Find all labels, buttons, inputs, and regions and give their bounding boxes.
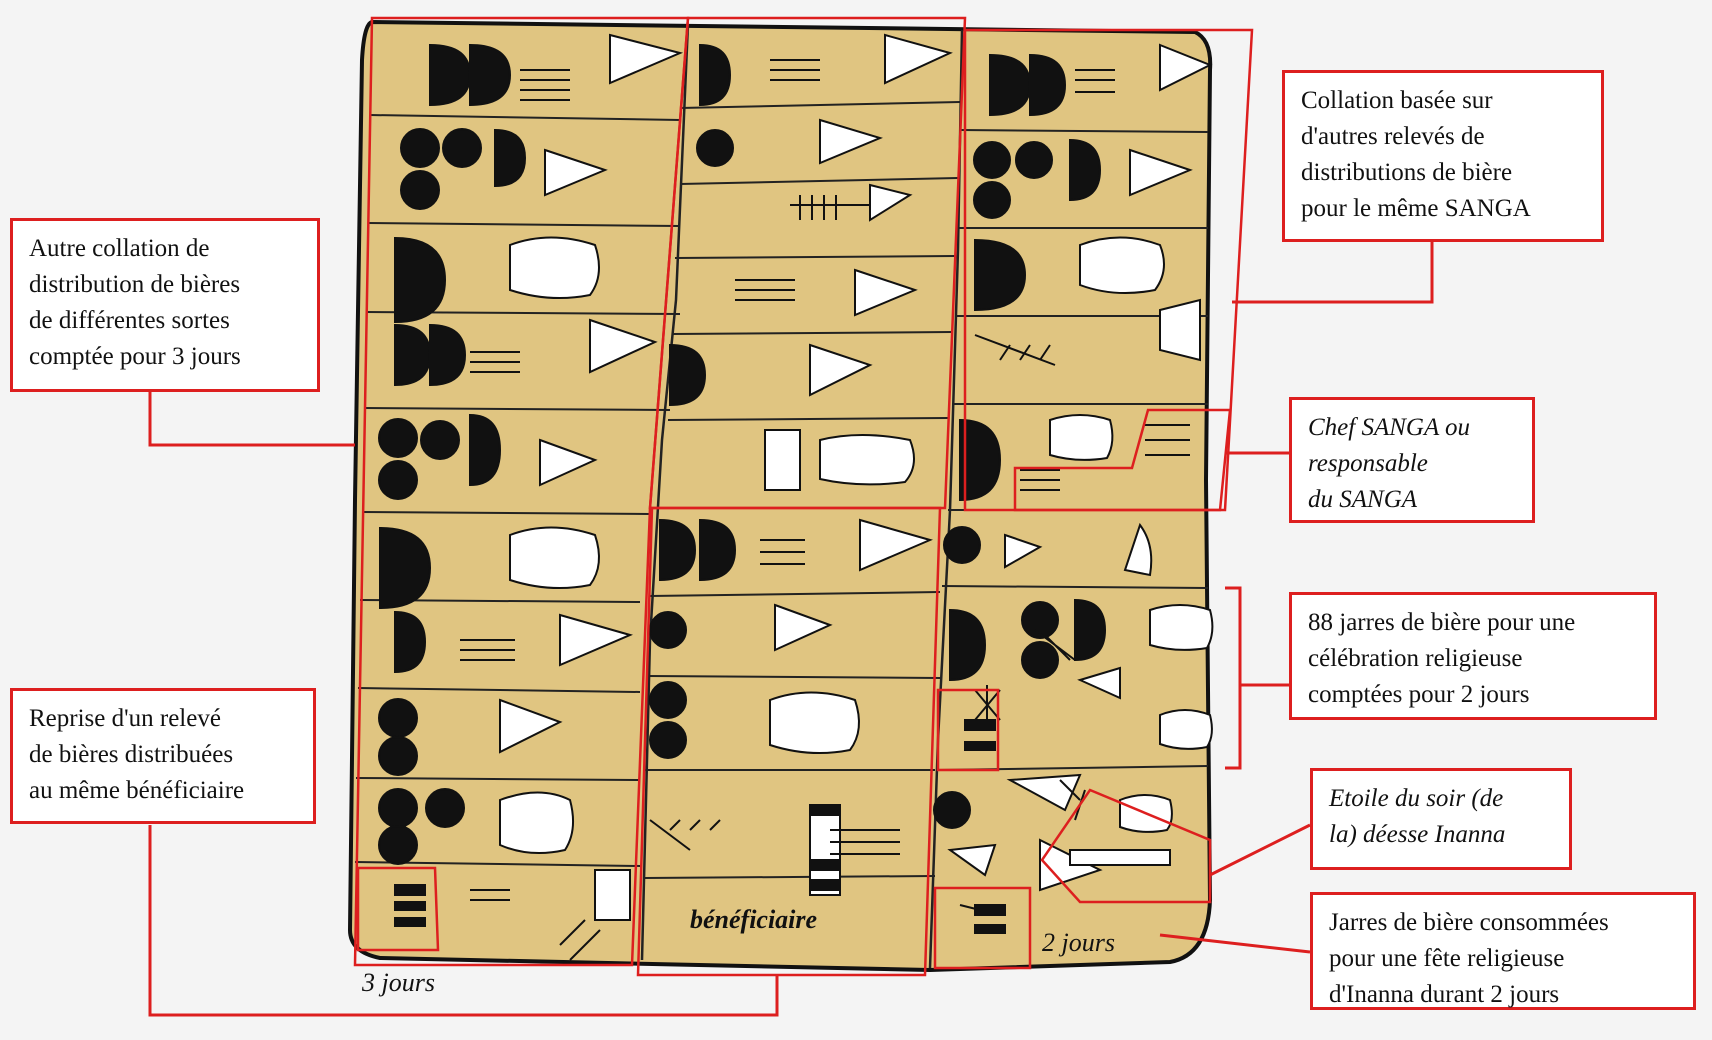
label-beneficiaire: bénéficiaire (690, 905, 818, 934)
label-2-jours: 2 jours (1042, 928, 1115, 957)
frame-left-column (353, 16, 690, 967)
note-jarres-consommees: Jarres de bière consommées pour une fête… (1310, 892, 1696, 1010)
cuneiform-signs (378, 33, 1214, 961)
frame-etoile (1040, 788, 1212, 904)
row-dividers (354, 101, 1209, 879)
frame-beneficiary-column (636, 506, 942, 977)
note-autre-collation: Autre collation de distribution de bière… (10, 218, 320, 392)
note-collation-basee: Collation basée sur d'autres relevés de … (1282, 70, 1604, 242)
label-3-jours: 3 jours (362, 968, 435, 997)
note-reprise: Reprise d'un relevé de bières distribuée… (10, 688, 316, 824)
annotation-frames (353, 16, 1254, 977)
frame-small-bottom-left (356, 866, 440, 952)
frame-small-right-mid (936, 688, 1000, 772)
frame-middle-upper (648, 16, 967, 510)
connector-lines (148, 242, 1434, 1017)
frame-small-right-bottom (933, 886, 1032, 970)
note-chef-sanga: Chef SANGA ou responsable du SANGA (1289, 397, 1535, 523)
frame-right-upper (963, 28, 1254, 512)
frame-chef-sanga (1013, 408, 1232, 512)
bracket-88-jarres (1225, 586, 1242, 770)
note-etoile: Etoile du soir (de la) déesse Inanna (1310, 768, 1572, 870)
note-88-jarres: 88 jarres de bière pour une célébration … (1289, 592, 1657, 720)
